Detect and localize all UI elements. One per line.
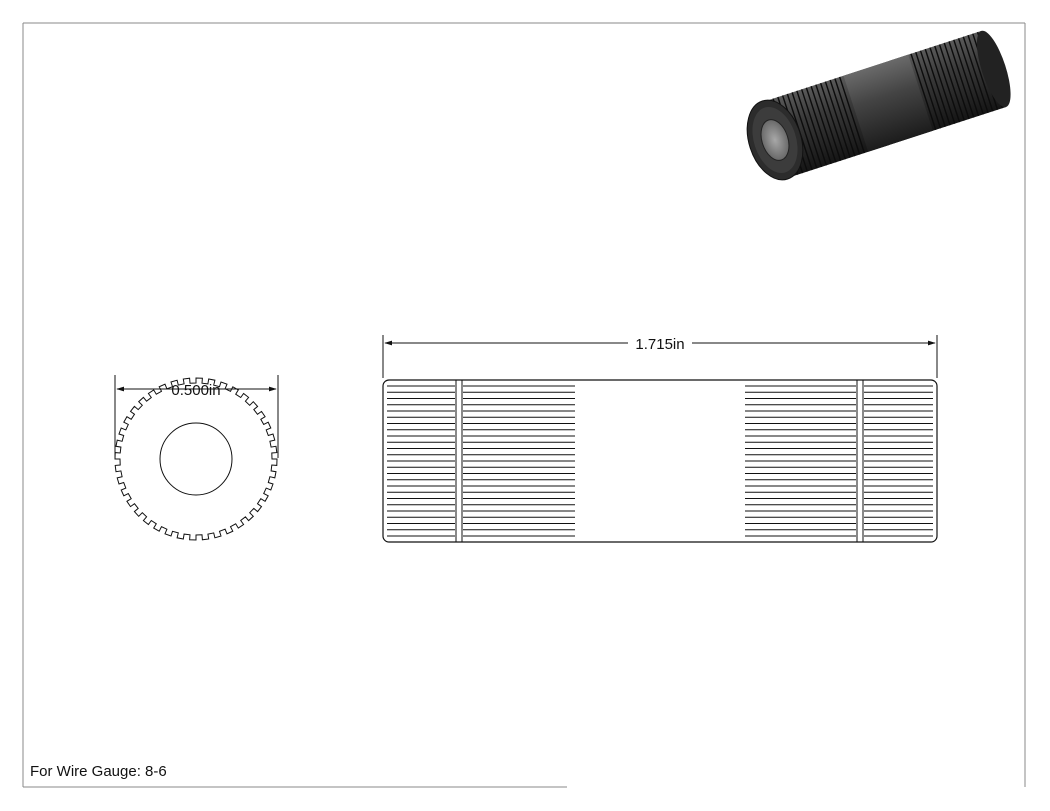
iso-ridge-line	[919, 50, 946, 127]
iso-ridge-line	[791, 92, 818, 169]
iso-ridge-line	[934, 45, 961, 123]
iso-ridge-line	[967, 34, 994, 112]
iso-ridge-line	[915, 51, 942, 129]
isometric-view	[746, 30, 1011, 181]
iso-ridge-line	[819, 82, 847, 160]
diameter-label: 0.500in	[171, 382, 220, 399]
iso-middle-band	[843, 54, 933, 152]
iso-ridge-line	[910, 53, 937, 131]
iso-far-end	[976, 30, 1011, 108]
iso-ridge-line	[943, 42, 970, 120]
iso-bore	[760, 119, 790, 161]
sheet-border	[22, 22, 1026, 788]
iso-ridge-line	[815, 84, 842, 161]
iso-ridge-line	[829, 79, 856, 157]
end-view-knurl-outline	[114, 377, 278, 541]
iso-ridge-line	[924, 48, 951, 126]
side-view	[382, 379, 938, 543]
iso-ridge-line	[834, 78, 861, 155]
iso-ridge-line	[800, 89, 828, 166]
side-view-outline	[382, 379, 938, 543]
end-view	[114, 377, 278, 541]
iso-ridge-line	[962, 36, 989, 114]
iso-ridge-line	[805, 87, 832, 165]
side-view-knurl-ridges	[387, 385, 933, 537]
iso-ridge-line	[957, 38, 984, 115]
iso-ridge-line	[929, 47, 956, 124]
diameter-dimension	[114, 375, 279, 458]
iso-ridge-line	[839, 76, 866, 154]
end-view-bore	[159, 422, 233, 496]
length-dimension	[382, 335, 938, 378]
iso-ridge-line	[796, 90, 823, 168]
length-label: 1.715in	[635, 336, 684, 353]
iso-ridge-line	[938, 44, 965, 121]
iso-ridge-line	[953, 39, 980, 117]
iso-ridge-line	[948, 41, 975, 118]
side-view-grooves	[455, 380, 864, 542]
iso-ridge-line	[810, 85, 837, 163]
wire-gauge-note: For Wire Gauge: 8-6	[30, 763, 167, 780]
iso-ridge-line	[824, 81, 851, 158]
